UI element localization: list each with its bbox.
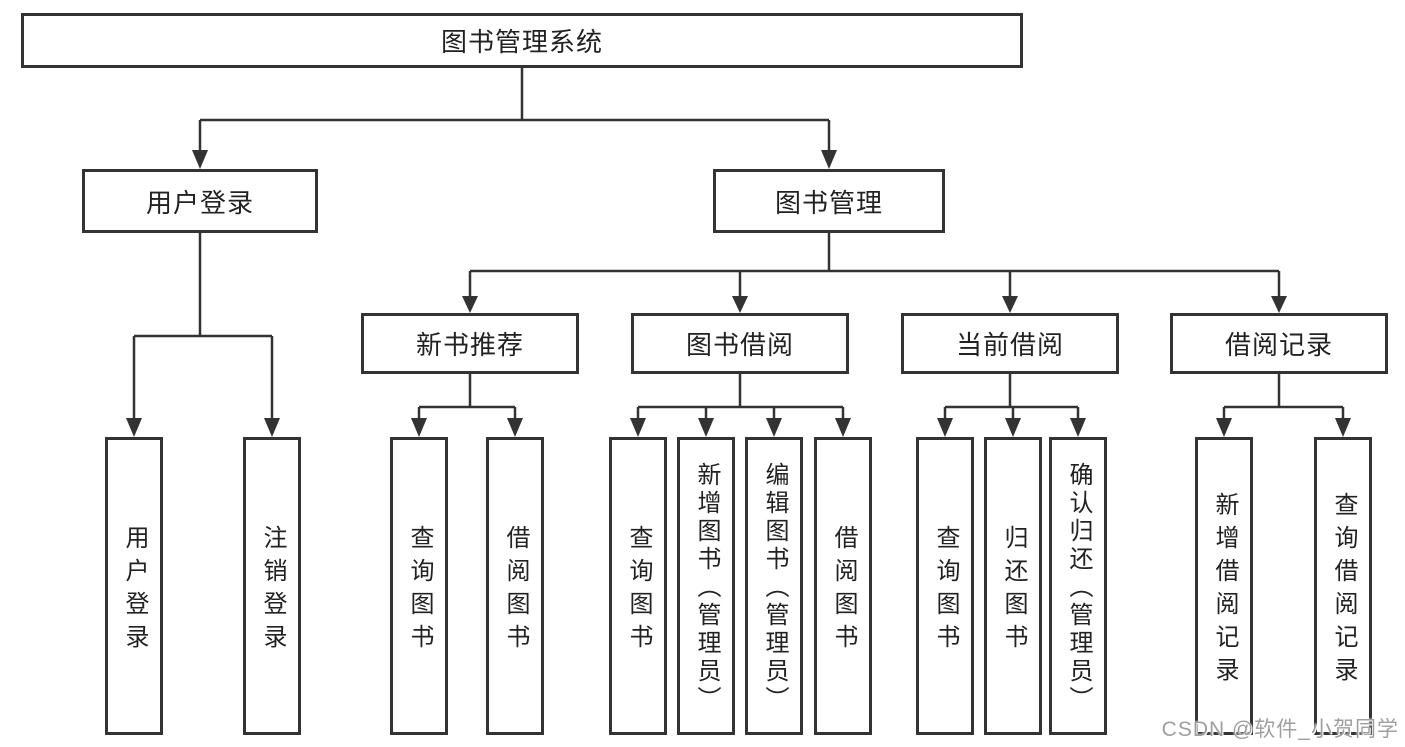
leaf-add-books-admin: 新增图书（管理员） xyxy=(677,437,735,735)
leaf-query-books-current: 查询图书 xyxy=(916,437,974,735)
leaf-query-books-borrowing: 查询图书 xyxy=(609,437,667,735)
leaf-borrow-books-recommend: 借阅图书 xyxy=(486,437,544,735)
leaf-borrow-books-recommend-label: 借阅图书 xyxy=(502,524,529,657)
leaf-query-borrow-record-label: 查询借阅记录 xyxy=(1330,491,1357,690)
leaf-query-books-recommend: 查询图书 xyxy=(390,437,448,735)
connector-user-login-group xyxy=(126,233,280,437)
leaf-logout: 注销登录 xyxy=(243,437,301,735)
leaf-query-books-current-label: 查询图书 xyxy=(932,524,959,657)
leaf-query-books-recommend-label: 查询图书 xyxy=(406,524,433,657)
leaf-logout-label: 注销登录 xyxy=(259,524,286,657)
connector-book-borrowing xyxy=(630,374,851,437)
leaf-add-books-admin-label: 新增图书（管理员） xyxy=(693,462,720,714)
connector-root xyxy=(192,68,837,169)
node-borrowing-records: 借阅记录 xyxy=(1170,313,1388,374)
connector-book-management-group xyxy=(462,233,1287,313)
connector-borrowing-records xyxy=(1216,374,1351,437)
connector-current-borrowing xyxy=(937,374,1086,437)
node-book-management-system: 图书管理系统 xyxy=(21,13,1023,68)
node-current-borrowing: 当前借阅 xyxy=(901,313,1119,374)
leaf-add-borrow-record: 新增借阅记录 xyxy=(1195,437,1253,735)
node-new-book-recommend: 新书推荐 xyxy=(361,313,579,374)
node-book-borrowing: 图书借阅 xyxy=(631,313,849,374)
leaf-add-borrow-record-label: 新增借阅记录 xyxy=(1211,491,1238,690)
leaf-borrow-books-borrowing: 借阅图书 xyxy=(814,437,872,735)
csdn-watermark: CSDN @软件_小贺同学 xyxy=(1161,718,1399,741)
connector-new-book-recommend xyxy=(411,374,523,437)
node-book-management: 图书管理 xyxy=(713,169,945,233)
leaf-user-login-label: 用户登录 xyxy=(121,524,148,657)
leaf-query-books-borrowing-label: 查询图书 xyxy=(625,524,652,657)
leaf-confirm-return-admin: 确认归还（管理员） xyxy=(1049,437,1107,735)
leaf-return-books-label: 归还图书 xyxy=(1000,524,1027,657)
leaf-user-login: 用户登录 xyxy=(105,437,163,735)
leaf-query-borrow-record: 查询借阅记录 xyxy=(1314,437,1372,735)
leaf-confirm-return-admin-label: 确认归还（管理员） xyxy=(1065,462,1092,714)
node-user-login-group: 用户登录 xyxy=(82,169,318,233)
leaf-edit-books-admin-label: 编辑图书（管理员） xyxy=(761,462,788,714)
leaf-borrow-books-borrowing-label: 借阅图书 xyxy=(830,524,857,657)
leaf-return-books: 归还图书 xyxy=(984,437,1042,735)
leaf-edit-books-admin: 编辑图书（管理员） xyxy=(745,437,803,735)
